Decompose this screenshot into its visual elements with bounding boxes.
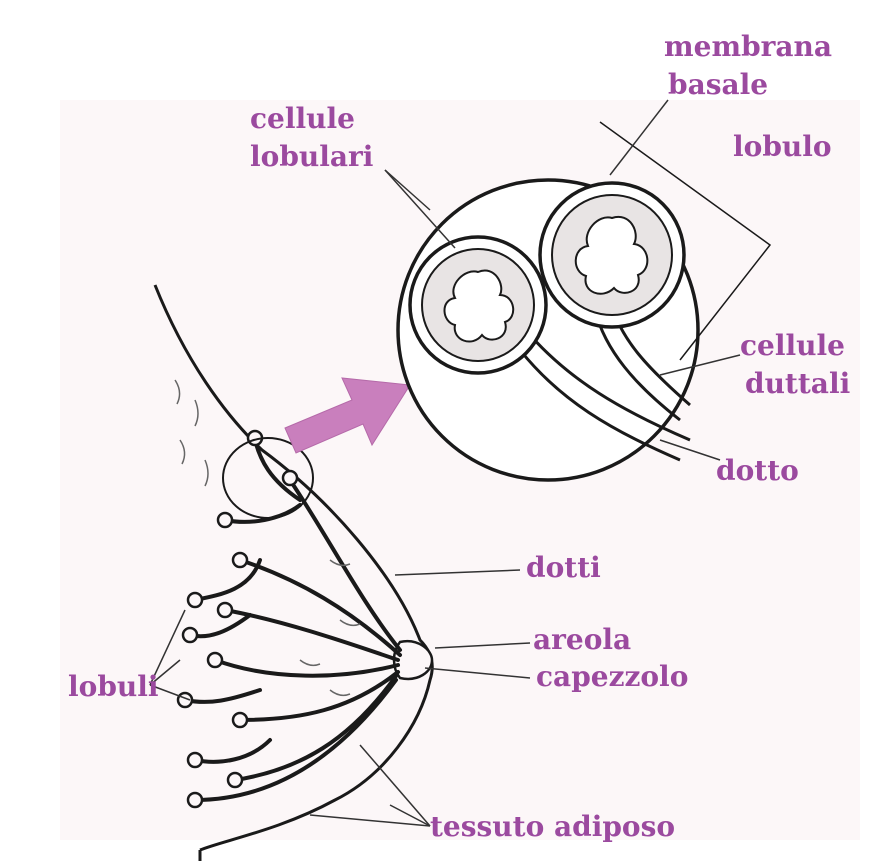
label-cellule-duttali-1: cellule — [740, 327, 845, 365]
label-lobulo: lobulo — [733, 128, 832, 166]
label-dotti: dotti — [526, 549, 601, 587]
label-dotto: dotto — [716, 452, 799, 490]
label-areola: areola — [533, 621, 631, 659]
magnified-lobule-2 — [540, 183, 684, 327]
magnified-lobule-1 — [410, 237, 546, 373]
label-lobuli: lobuli — [68, 668, 159, 706]
label-capezzolo: capezzolo — [536, 658, 688, 696]
label-basale: basale — [668, 66, 768, 104]
label-tessuto-adiposo: tessuto adiposo — [430, 808, 675, 846]
label-membrana: membrana — [664, 28, 832, 66]
label-cellule-lobulari-2: lobulari — [250, 138, 373, 176]
label-cellule-duttali-2: duttali — [745, 365, 850, 403]
label-cellule-lobulari-1: cellule — [250, 100, 355, 138]
